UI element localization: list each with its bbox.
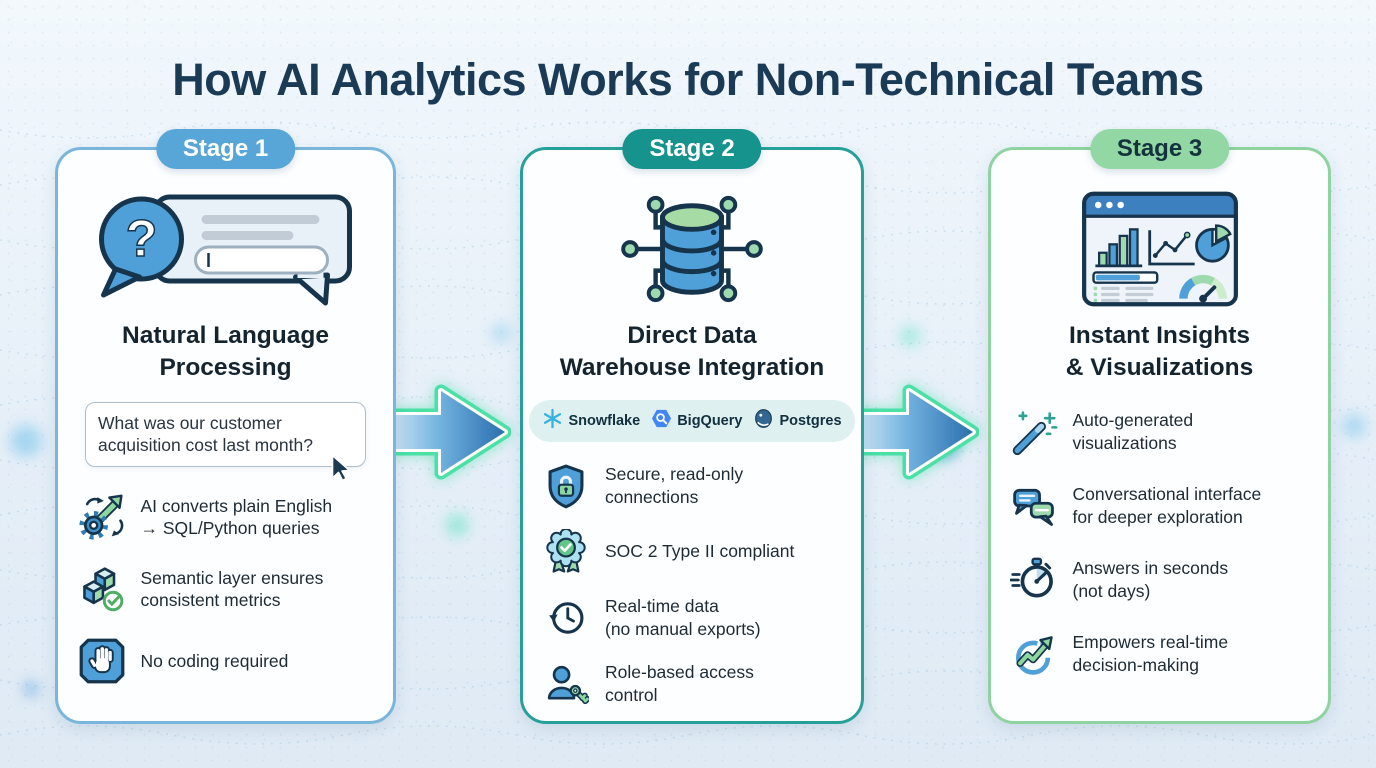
stage-1-card: Stage 1 ? Natural Language Processing Wh…	[55, 129, 396, 724]
stage-2-title: Direct Data Warehouse Integration	[559, 322, 825, 381]
mouse-pointer-icon	[325, 453, 355, 483]
postgres-icon	[753, 408, 774, 434]
stage-2-card: Stage 2 Direct Data Warehouse I	[520, 129, 864, 724]
integration-label: BigQuery	[677, 412, 743, 429]
stage-3-badge: Stage 3	[1089, 129, 1230, 169]
badge-check-icon	[542, 528, 590, 576]
magic-wand-icon	[1010, 408, 1058, 456]
query-text: What was our customer acquisition cost l…	[98, 412, 313, 456]
stopwatch-icon	[1009, 556, 1058, 604]
stage-2-badge: Stage 2	[622, 129, 762, 169]
bullet-text: Role-based access control	[605, 662, 754, 705]
snowflake-icon	[542, 408, 563, 434]
chat-question-icon: ?	[93, 188, 358, 310]
stop-hand-icon	[78, 637, 126, 685]
stage1-to-stage2-arrow	[378, 380, 512, 484]
bullet-text: Answers in seconds (not days)	[1072, 558, 1229, 601]
bullet-item: Secure, read-only connections	[542, 462, 743, 510]
integration-bigquery: BigQuery	[651, 408, 742, 434]
bigquery-icon	[651, 408, 672, 434]
bullet-item: Answers in seconds (not days)	[1009, 556, 1229, 604]
bullet-text: Secure, read-only connections	[605, 464, 744, 507]
background-glow	[900, 326, 920, 346]
bullet-text: Conversational interface for deeper expl…	[1072, 484, 1262, 527]
history-clock-icon	[542, 594, 590, 642]
bullet-text: AI converts plain English → SQL/Python q…	[140, 495, 333, 539]
svg-text:?: ?	[126, 210, 158, 268]
dashboard-icon	[1080, 188, 1240, 310]
bullet-text: Real-time data (no manual exports)	[605, 596, 761, 639]
bullet-item: No coding required	[78, 637, 289, 685]
bullet-item: Real-time data (no manual exports)	[542, 594, 761, 642]
trend-up-circle-icon	[1010, 630, 1058, 678]
integration-snowflake: Snowflake	[542, 408, 640, 434]
query-example-box: What was our customer acquisition cost l…	[85, 401, 366, 482]
bullet-text: Auto-generated visualizations	[1072, 410, 1194, 453]
background-glow	[24, 682, 38, 696]
stage-3-title: Instant Insights & Visualizations	[1065, 322, 1254, 381]
stage-1-badge: Stage 1	[155, 129, 296, 169]
bullet-text: Semantic layer ensures consistent metric…	[140, 567, 324, 611]
user-key-icon	[542, 660, 590, 708]
background-glow	[1342, 414, 1366, 438]
bullet-text: SOC 2 Type II compliant	[605, 541, 795, 562]
chat-bubbles-icon	[1010, 482, 1058, 530]
bullet-item: Role-based access control	[542, 660, 754, 708]
gear-transform-icon	[78, 493, 126, 541]
background-glow	[10, 425, 42, 457]
integrations-strip: Snowflake BigQuery Postgres	[529, 399, 855, 442]
background-glow	[492, 324, 510, 342]
bullet-text: Empowers real-time decision-making	[1072, 632, 1229, 675]
background-glow	[446, 514, 468, 536]
stage-3-card: Stage 3	[988, 129, 1331, 724]
bullet-item: Empowers real-time decision-making	[1010, 630, 1229, 678]
bullet-item: SOC 2 Type II compliant	[542, 528, 794, 576]
cubes-check-icon	[78, 565, 126, 613]
integration-label: Postgres	[779, 412, 842, 429]
bullet-item: Semantic layer ensures consistent metric…	[78, 565, 324, 613]
shield-lock-icon	[542, 462, 590, 510]
stage2-to-stage3-arrow	[846, 380, 980, 484]
page-title: How AI Analytics Works for Non-Technical…	[172, 54, 1204, 106]
bullet-item: Auto-generated visualizations	[1010, 408, 1194, 456]
integration-label: Snowflake	[568, 412, 641, 429]
bullet-item: AI converts plain English → SQL/Python q…	[78, 493, 333, 541]
bullet-text: No coding required	[140, 650, 289, 671]
integration-postgres: Postgres	[753, 408, 842, 434]
stage-1-title: Natural Language Processing	[122, 322, 329, 381]
bullet-item: Conversational interface for deeper expl…	[1010, 482, 1262, 530]
database-network-icon	[616, 188, 768, 310]
